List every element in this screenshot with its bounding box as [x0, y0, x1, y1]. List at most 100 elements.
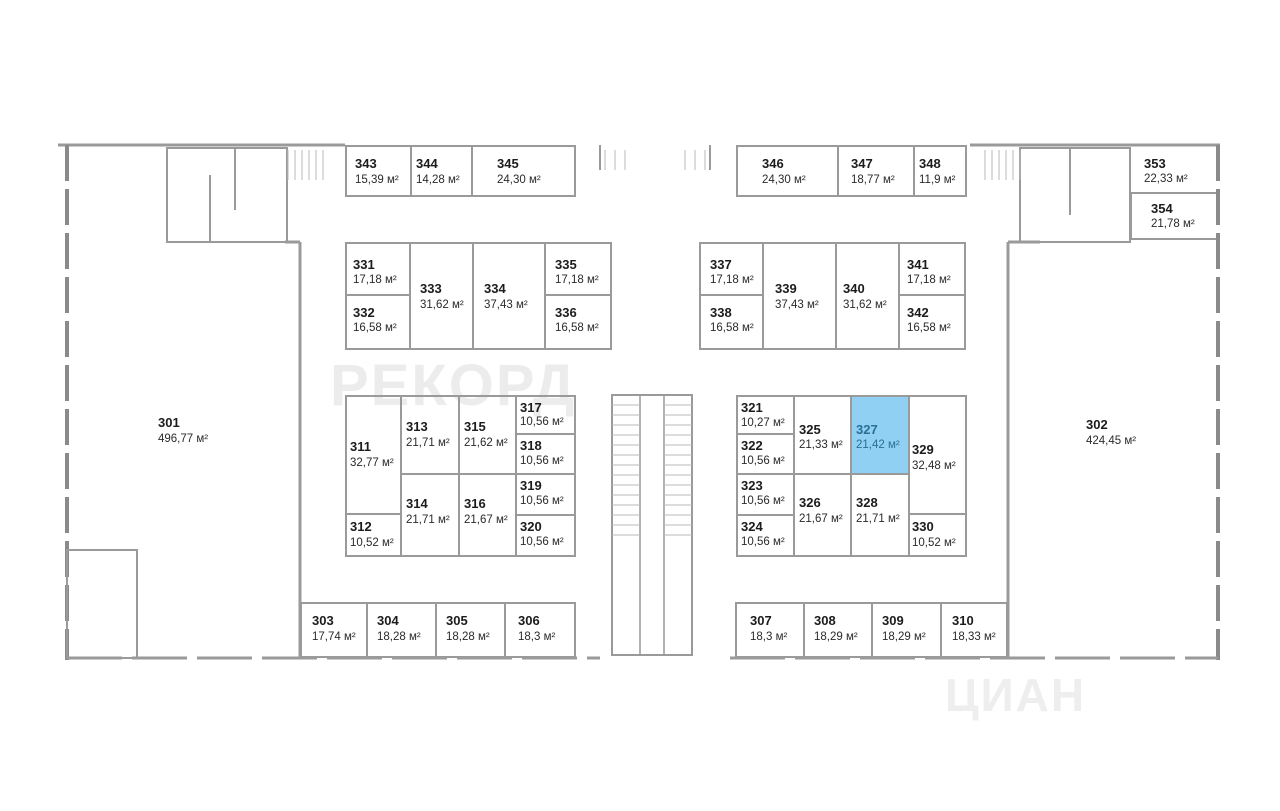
room-area: 10,52 м²: [350, 537, 394, 549]
room-area: 17,74 м²: [312, 631, 356, 643]
room-338[interactable]: 338 16,58 м²: [699, 296, 764, 350]
room-number: 324: [741, 519, 763, 534]
room-320[interactable]: 320 10,56 м²: [517, 516, 576, 557]
room-331[interactable]: 331 17,18 м²: [345, 242, 411, 296]
room-area: 21,78 м²: [1151, 218, 1195, 230]
room-308[interactable]: 308 18,29 м²: [805, 602, 873, 658]
room-329[interactable]: 329 32,48 м²: [910, 395, 967, 515]
room-341[interactable]: 341 17,18 м²: [900, 242, 966, 296]
room-area: 21,33 м²: [799, 439, 843, 451]
room-area: 31,62 м²: [843, 299, 887, 311]
room-334[interactable]: 334 37,43 м²: [474, 242, 546, 350]
room-number: 314: [406, 496, 428, 511]
room-area: 18,29 м²: [882, 631, 926, 643]
room-328[interactable]: 328 21,71 м²: [852, 475, 910, 557]
room-number: 331: [353, 257, 375, 272]
room-area: 21,67 м²: [464, 514, 508, 526]
room-326[interactable]: 326 21,67 м²: [795, 475, 852, 557]
room-325[interactable]: 325 21,33 м²: [795, 395, 852, 475]
room-346[interactable]: 346 24,30 м²: [736, 145, 839, 197]
room-306[interactable]: 306 18,3 м²: [506, 602, 576, 658]
room-number: 329: [912, 442, 934, 457]
room-number: 308: [814, 613, 836, 628]
room-number: 346: [762, 156, 784, 171]
room-number: 337: [710, 257, 732, 272]
room-number: 303: [312, 613, 334, 628]
room-number: 325: [799, 422, 821, 437]
room-area: 18,77 м²: [851, 174, 895, 186]
room-area: 18,28 м²: [446, 631, 490, 643]
room-area: 32,77 м²: [350, 457, 394, 469]
room-321[interactable]: 321 10,27 м²: [736, 395, 795, 435]
room-342[interactable]: 342 16,58 м²: [900, 296, 966, 350]
room-336[interactable]: 336 16,58 м²: [546, 296, 612, 350]
room-number: 342: [907, 305, 929, 320]
room-number: 326: [799, 495, 821, 510]
room-area: 14,28 м²: [416, 174, 460, 186]
room-area: 31,62 м²: [420, 299, 464, 311]
room-number: 304: [377, 613, 399, 628]
room-area: 17,18 м²: [555, 274, 599, 286]
room-area: 16,58 м²: [907, 322, 951, 334]
room-319[interactable]: 319 10,56 м²: [517, 475, 576, 516]
room-353[interactable]: 353 22,33 м²: [1130, 148, 1216, 194]
room-348[interactable]: 348 11,9 м²: [915, 145, 967, 197]
room-347[interactable]: 347 18,77 м²: [839, 145, 915, 197]
room-344[interactable]: 344 14,28 м²: [412, 145, 473, 197]
room-area: 16,58 м²: [555, 322, 599, 334]
room-number: 302: [1086, 417, 1108, 432]
room-number: 319: [520, 478, 542, 493]
room-number: 339: [775, 281, 797, 296]
room-305[interactable]: 305 18,28 м²: [437, 602, 506, 658]
room-number: 310: [952, 613, 974, 628]
room-335[interactable]: 335 17,18 м²: [546, 242, 612, 296]
room-number: 327: [856, 422, 878, 437]
room-number: 306: [518, 613, 540, 628]
room-316[interactable]: 316 21,67 м²: [460, 475, 517, 557]
room-304[interactable]: 304 18,28 м²: [368, 602, 437, 658]
room-340[interactable]: 340 31,62 м²: [837, 242, 900, 350]
room-number: 348: [919, 156, 941, 171]
room-318[interactable]: 318 10,56 м²: [517, 435, 576, 475]
room-333[interactable]: 333 31,62 м²: [411, 242, 474, 350]
room-number: 335: [555, 257, 577, 272]
room-323[interactable]: 323 10,56 м²: [736, 475, 795, 516]
room-343[interactable]: 343 15,39 м²: [345, 145, 412, 197]
room-number: 347: [851, 156, 873, 171]
room-332[interactable]: 332 16,58 м²: [345, 296, 411, 350]
room-area: 21,71 м²: [406, 514, 450, 526]
room-327[interactable]: 327 21,42 м²: [852, 395, 910, 475]
room-337[interactable]: 337 17,18 м²: [699, 242, 764, 296]
room-number: 354: [1151, 201, 1173, 216]
room-311[interactable]: 311 32,77 м²: [345, 395, 402, 515]
room-354[interactable]: 354 21,78 м²: [1130, 194, 1216, 240]
room-area: 424,45 м²: [1086, 435, 1137, 447]
room-330[interactable]: 330 10,52 м²: [910, 515, 967, 557]
room-324[interactable]: 324 10,56 м²: [736, 516, 795, 557]
room-number: 317: [520, 400, 542, 415]
room-301[interactable]: 301 496,77 м²: [70, 242, 300, 656]
room-area: 22,33 м²: [1144, 173, 1188, 185]
room-number: 313: [406, 419, 428, 434]
room-area: 18,29 м²: [814, 631, 858, 643]
room-number: 316: [464, 496, 486, 511]
room-309[interactable]: 309 18,29 м²: [873, 602, 942, 658]
room-313[interactable]: 313 21,71 м²: [402, 395, 460, 475]
room-314[interactable]: 314 21,71 м²: [402, 475, 460, 557]
site-watermark: ЦИАН: [945, 669, 1087, 721]
room-317[interactable]: 317 10,56 м²: [517, 395, 576, 435]
room-322[interactable]: 322 10,56 м²: [736, 435, 795, 475]
room-345[interactable]: 345 24,30 м²: [473, 145, 576, 197]
room-number: 321: [741, 400, 763, 415]
room-area: 10,56 м²: [741, 455, 785, 467]
room-302[interactable]: 302 424,45 м²: [1010, 242, 1216, 656]
room-number: 330: [912, 519, 934, 534]
room-339[interactable]: 339 37,43 м²: [764, 242, 837, 350]
room-310[interactable]: 310 18,33 м²: [942, 602, 1008, 658]
room-number: 336: [555, 305, 577, 320]
room-area: 21,67 м²: [799, 513, 843, 525]
room-315[interactable]: 315 21,62 м²: [460, 395, 517, 475]
room-303[interactable]: 303 17,74 м²: [300, 602, 368, 658]
room-312[interactable]: 312 10,52 м²: [345, 515, 402, 557]
room-307[interactable]: 307 18,3 м²: [735, 602, 805, 658]
